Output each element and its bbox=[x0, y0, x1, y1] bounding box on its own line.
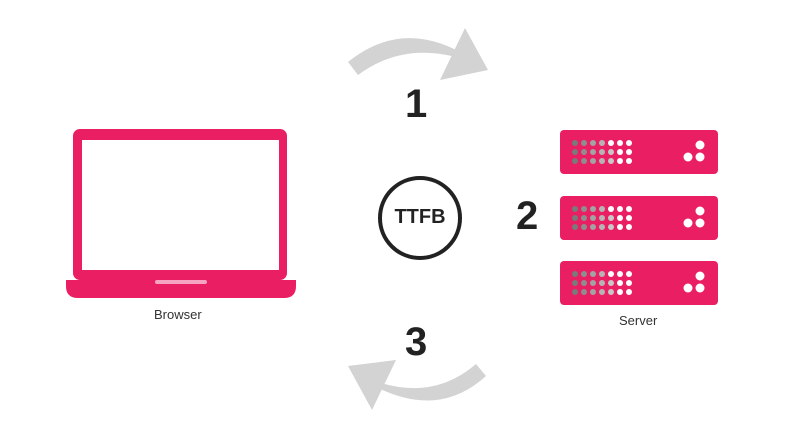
arrow-step-3-icon bbox=[348, 360, 486, 410]
step-3-number: 3 bbox=[405, 320, 428, 364]
arrow-step-1-icon bbox=[348, 28, 488, 80]
browser-label: Browser bbox=[154, 307, 202, 322]
server-unit-icon bbox=[560, 196, 718, 240]
server-unit-icon bbox=[560, 261, 718, 305]
step-2-number: 2 bbox=[516, 194, 539, 238]
step-1-number: 1 bbox=[405, 82, 428, 126]
laptop-icon bbox=[66, 129, 296, 298]
server-label: Server bbox=[619, 313, 658, 328]
server-unit-icon bbox=[560, 130, 718, 174]
ttfb-circle bbox=[378, 176, 462, 260]
ttfb-label: TTFB bbox=[394, 206, 446, 228]
